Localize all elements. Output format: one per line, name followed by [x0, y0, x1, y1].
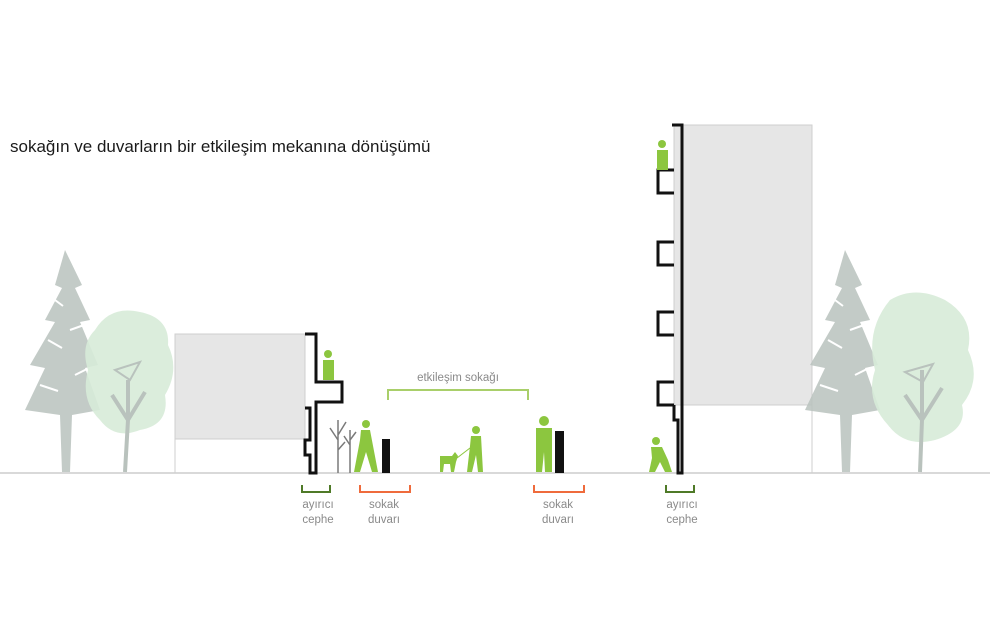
right-facade-wall [656, 123, 684, 475]
figure-balcony-right [657, 140, 668, 170]
label-wall-right-line2: duvarı [542, 514, 574, 526]
label-wall-left-line1: sokak [368, 499, 400, 511]
label-wall-left: sokak duvarı [360, 498, 408, 528]
tree-right-conifer [805, 250, 880, 472]
street-wall-left-block [382, 439, 390, 473]
tree-left-deciduous [85, 310, 174, 473]
label-facade-left-line2: cephe [302, 514, 334, 526]
bracket-facade-right [665, 485, 695, 493]
right-building-panel [673, 124, 813, 406]
label-facade-right-line2: cephe [666, 514, 698, 526]
dog-leash [456, 447, 471, 459]
label-facade-left-line1: ayırıcı [302, 499, 334, 511]
figure-walker-1 [354, 420, 378, 472]
figure-balcony-left [323, 350, 334, 380]
left-facade-wall [303, 332, 344, 475]
label-facade-left: ayırıcı cephe [296, 498, 340, 528]
street-label: etkileşim sokağı [417, 372, 499, 384]
left-building-panel [174, 333, 306, 440]
tree-right-deciduous [871, 292, 974, 473]
bracket-wall-right [533, 485, 585, 493]
figure-crouching [649, 437, 672, 472]
bracket-wall-left [359, 485, 411, 493]
figure-dog [440, 452, 458, 472]
figure-walker-3 [536, 416, 552, 472]
diagram-title: sokağın ve duvarların bir etkileşim meka… [10, 137, 431, 156]
bracket-facade-left [301, 485, 331, 493]
label-wall-right-line1: sokak [542, 499, 574, 511]
street-bracket [387, 389, 529, 400]
label-wall-right: sokak duvarı [534, 498, 582, 528]
street-wall-right-block [555, 431, 564, 473]
bare-trees [329, 420, 357, 473]
label-facade-right-line1: ayırıcı [666, 499, 698, 511]
label-wall-left-line2: duvarı [368, 514, 400, 526]
label-facade-right: ayırıcı cephe [660, 498, 704, 528]
tree-left-conifer [25, 250, 100, 472]
figure-walker-2 [467, 426, 483, 472]
